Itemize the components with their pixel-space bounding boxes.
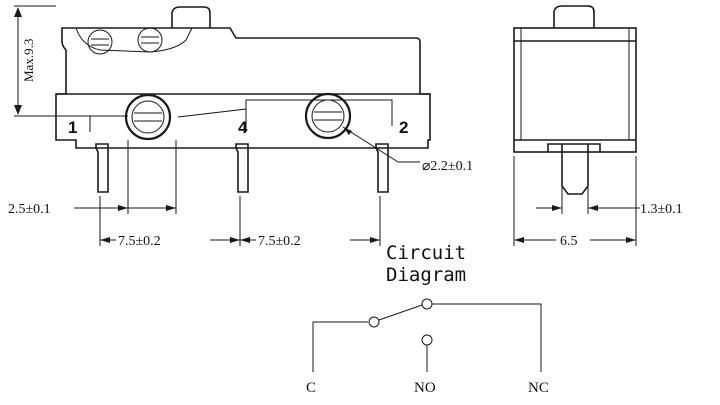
mounting-hole-right-inner — [311, 99, 345, 133]
circuit-title-line2: Diagram — [386, 264, 466, 286]
pin-width-dimension: 1.3±0.1 — [536, 160, 683, 217]
pitch-arrow-2 — [230, 237, 240, 243]
pinw-arrow-left — [552, 205, 562, 211]
actuator-button — [171, 6, 211, 28]
bodyw-label-bg — [556, 230, 590, 246]
max-height-label: Max.9.3 — [21, 39, 36, 82]
terminal-nc-label: NC — [528, 380, 549, 396]
pitch-label-bg-right — [256, 230, 350, 246]
pitch-label-bg-left — [116, 230, 210, 246]
diameter-arrow — [343, 127, 352, 135]
common-wire — [312, 321, 368, 372]
bodyw-arrow-left — [514, 237, 524, 243]
pin-1 — [95, 143, 109, 193]
pin-pitch-label-left: 7.5±0.2 — [118, 234, 161, 249]
offset-arrow-right — [166, 205, 176, 211]
nc-wire — [432, 303, 542, 372]
pin-width-label: 1.3±0.1 — [640, 202, 683, 217]
pin-2 — [375, 143, 389, 193]
side-actuator — [553, 5, 595, 28]
pin-pitch-label-right: 7.5±0.2 — [258, 234, 301, 249]
diameter-leader — [342, 126, 399, 163]
pin-offset-label: 2.5±0.1 — [8, 202, 51, 217]
height-arrow-bottom — [14, 105, 22, 115]
pin-4 — [235, 143, 249, 193]
mounting-hole-left — [124, 93, 172, 141]
mounting-hole-right — [304, 92, 352, 140]
terminal-label-2: 2 — [399, 118, 408, 137]
hole-diameter-callout: ⌀2.2±0.1 — [342, 126, 473, 174]
common-contact — [368, 316, 380, 328]
offset-arrow-left — [118, 205, 128, 211]
terminal-label-1: 1 — [68, 118, 77, 137]
height-arrow-top — [14, 7, 22, 17]
pin-offset-dimension: 2.5±0.1 — [8, 140, 177, 217]
pin-pitch-dimension: 7.5±0.2 7.5±0.2 — [99, 196, 381, 249]
side-body-outline — [513, 27, 637, 153]
top-hole-left — [87, 29, 113, 55]
bodyw-arrow-right — [626, 237, 636, 243]
body-width-dimension: 6.5 — [513, 156, 637, 249]
max-height-dimension: Max.9.3 — [14, 5, 128, 117]
top-hole-right — [137, 27, 163, 53]
front-view: 1 4 2 — [55, 6, 431, 193]
terminal-label-4: 4 — [238, 118, 248, 137]
terminal-c-label: C — [306, 380, 316, 396]
pitch-arrow-4 — [370, 237, 380, 243]
pitch-arrow-1 — [100, 237, 110, 243]
nc-contact — [421, 298, 433, 310]
no-contact — [421, 334, 433, 346]
hole-diameter-label: ⌀2.2±0.1 — [422, 159, 473, 174]
terminal-no-label: NO — [414, 380, 436, 396]
switch-lever — [378, 304, 423, 321]
mounting-hole-left-inner — [131, 100, 165, 134]
internal-contact-line — [177, 99, 393, 126]
circuit-title-line1: Circuit — [386, 242, 466, 264]
body-width-label: 6.5 — [560, 234, 578, 249]
pitch-arrow-3 — [240, 237, 250, 243]
side-view — [513, 5, 637, 195]
switch-body-outline — [55, 27, 431, 149]
pinw-arrow-right — [588, 205, 598, 211]
circuit-diagram: Circuit Diagram C NO NC — [306, 242, 549, 396]
